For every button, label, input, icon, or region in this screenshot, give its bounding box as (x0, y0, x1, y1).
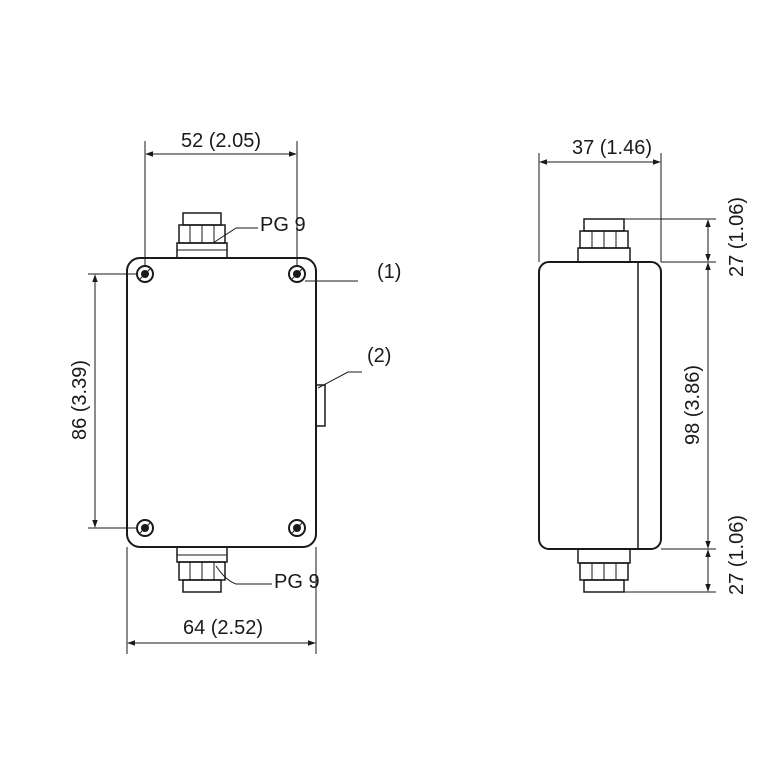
dimension-bottom: 64 (2.52) (126, 547, 317, 654)
side-dimension-top-label: 37 (1.46) (572, 137, 652, 159)
dimension-bottom-label: 64 (2.52) (183, 617, 263, 639)
side-dimension-right-bottom-label: 27 (1.06) (726, 515, 748, 595)
dimension-top: 52 (2.05) (144, 130, 298, 266)
side-dimension-top: 37 (1.46) (538, 137, 662, 262)
side-dimension-right-bottom: 27 (1.06) (705, 515, 748, 595)
side-dimension-right-middle: 98 (3.86) (682, 262, 711, 549)
side-cable-gland-bottom (577, 548, 631, 593)
side-view: 37 (1.46) 27 (1.06) 98 (3.86) 27 (1.06) (538, 137, 748, 595)
screw-top-right (288, 265, 306, 283)
gland-bottom-label: PG 9 (274, 571, 320, 593)
side-dimension-right-top-label: 27 (1.06) (726, 197, 748, 277)
callout-2-label: (2) (367, 345, 391, 367)
screw-top-left (136, 265, 154, 283)
front-enclosure-body (126, 257, 317, 548)
side-latch (315, 384, 326, 427)
callout-1-label: (1) (377, 261, 401, 283)
dimension-top-label: 52 (2.05) (181, 130, 261, 152)
label-gland-bottom: PG 9 (215, 565, 320, 593)
front-view: 52 (2.05) 86 (3.39) 64 (2.52) PG 9 PG 9 (69, 130, 401, 654)
label-gland-top: PG 9 (212, 214, 306, 244)
callout-2: (2) (317, 345, 391, 389)
screw-bottom-left (136, 519, 154, 537)
gland-top-label: PG 9 (260, 214, 306, 236)
cable-gland-bottom (176, 546, 228, 593)
dimension-left: 86 (3.39) (69, 273, 137, 529)
dimension-left-label: 86 (3.39) (69, 360, 91, 440)
side-enclosure-body (538, 261, 662, 550)
callout-1: (1) (305, 261, 401, 283)
screw-bottom-right (288, 519, 306, 537)
side-dimension-right-middle-label: 98 (3.86) (682, 365, 704, 445)
cable-gland-top (176, 212, 228, 259)
side-cable-gland-top (577, 218, 631, 263)
side-dimension-right-top: 27 (1.06) (705, 197, 748, 277)
